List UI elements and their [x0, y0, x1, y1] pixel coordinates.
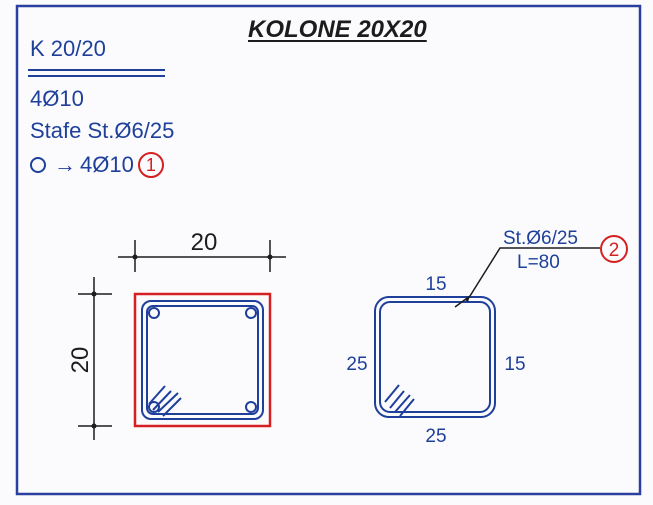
column-label: K 20/20	[30, 36, 106, 61]
rebar-circle-icon	[30, 157, 46, 173]
stirrup-length-text: L=80	[517, 252, 560, 273]
stirrup-left-length: 25	[346, 354, 367, 375]
height-tick-bottom	[91, 423, 97, 429]
stirrup-hook-1	[148, 385, 172, 411]
stirrup-detail: St.Ø6/25 L=80 2 15 15 25 25	[346, 228, 628, 447]
drawing-title: KOLONE 20X20	[248, 16, 427, 43]
rebar-spec: 4Ø10	[30, 86, 84, 111]
stirrup-detail-outer	[374, 296, 496, 418]
marker-2-text: 2	[609, 240, 620, 261]
leader-arrowhead	[465, 296, 470, 302]
rebar-bottom-left	[148, 401, 160, 413]
marker-1: 1	[137, 152, 164, 178]
rebar-top-left	[148, 307, 160, 319]
stirrup-spec-text: St.Ø6/25	[503, 228, 578, 249]
stirrup-bottom-length: 25	[425, 426, 446, 447]
stirrup-right-length: 15	[504, 354, 525, 375]
width-tick-right	[267, 254, 273, 260]
concrete-outline	[133, 292, 272, 428]
stirrup-spec: Stafe St.Ø6/25	[30, 118, 175, 143]
stirrup-outer	[141, 300, 264, 420]
width-dimension-text: 20	[191, 229, 218, 256]
stirrup-detail-inner	[379, 301, 491, 413]
height-tick-top	[91, 291, 97, 297]
stirrup-top-length: 15	[425, 274, 446, 295]
stirrup-detail-hook-2	[394, 394, 415, 417]
arrow-right-icon: →	[54, 152, 76, 177]
stirrup-hook-2	[157, 392, 182, 417]
stirrup-inner	[146, 305, 259, 415]
width-tick-left	[132, 254, 138, 260]
column-cross-section: 20 20	[67, 229, 286, 440]
stirrup-leader-line	[454, 247, 600, 308]
sheet-frame	[15, 4, 642, 496]
stirrup-detail-hook-1	[384, 384, 405, 409]
legend-rebar-text: 4Ø10	[80, 152, 134, 177]
height-dimension-text: 20	[67, 347, 94, 374]
rebar-legend: → 4Ø10 1	[30, 152, 164, 178]
rebar-top-right	[245, 307, 257, 319]
rebar-bottom-right	[245, 401, 257, 413]
marker-2-circle	[600, 235, 628, 263]
